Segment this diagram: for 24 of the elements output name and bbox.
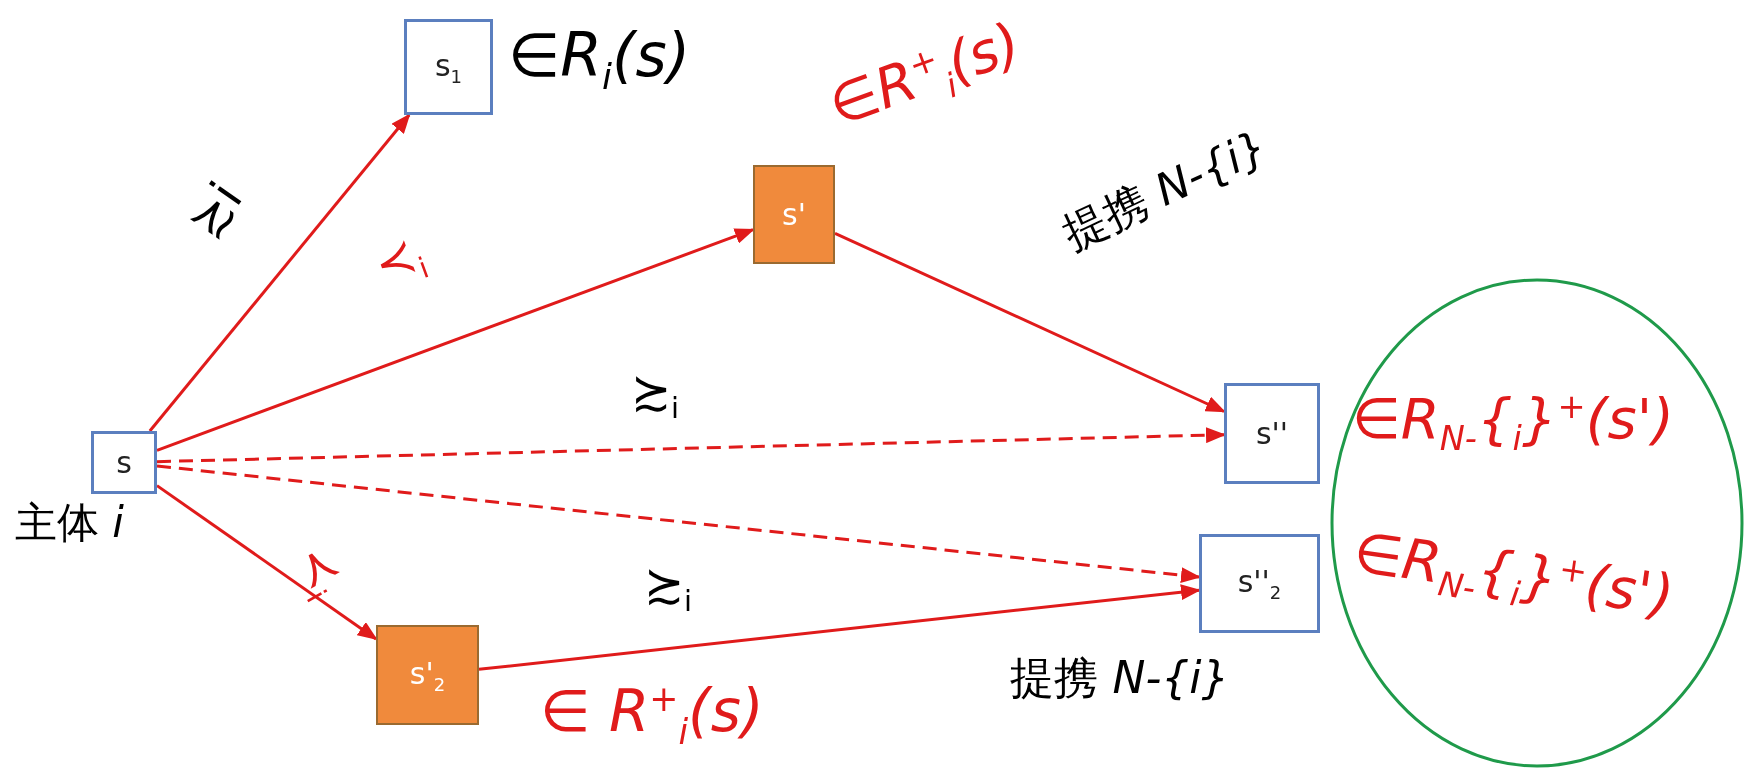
edge-label: ≿$_{i}$ [643,557,693,619]
state-box: s'' [1224,383,1320,484]
edge-label: 提携 N-{i} [1055,121,1275,259]
edge-label: ≿i [178,172,252,248]
arrow [834,231,1226,413]
arrow [156,427,1226,464]
arrow [156,464,1201,584]
state-box-filled: s' [753,165,835,264]
state-box: s [91,431,157,494]
state-box: s$_{1}$ [404,19,493,115]
set-expression: ∈R$_{N-}${$_{i}$}$^{+}$(s') [1348,520,1678,631]
set-expression: ∈ R$^{+}$$_{i}$(s) [540,680,764,752]
set-expression: ∈R$_{N-}${$_{i}$}$^{+}$(s') [1352,388,1674,459]
group-ellipse [1330,278,1744,768]
edge-label: ≿$_{i}$ [630,364,680,426]
edge-label: 提携 N-{i} [1010,653,1230,703]
arrow [478,584,1201,671]
arrow [156,484,378,641]
arrow [156,228,755,452]
arrow [148,113,411,432]
state-box-filled: s'$_{2}$ [376,625,479,725]
state-box: s''$_{2}$ [1199,534,1320,633]
set-expression: ∈R$_{i}$(s) [508,22,691,97]
agent-label: 主体 i [15,500,125,547]
